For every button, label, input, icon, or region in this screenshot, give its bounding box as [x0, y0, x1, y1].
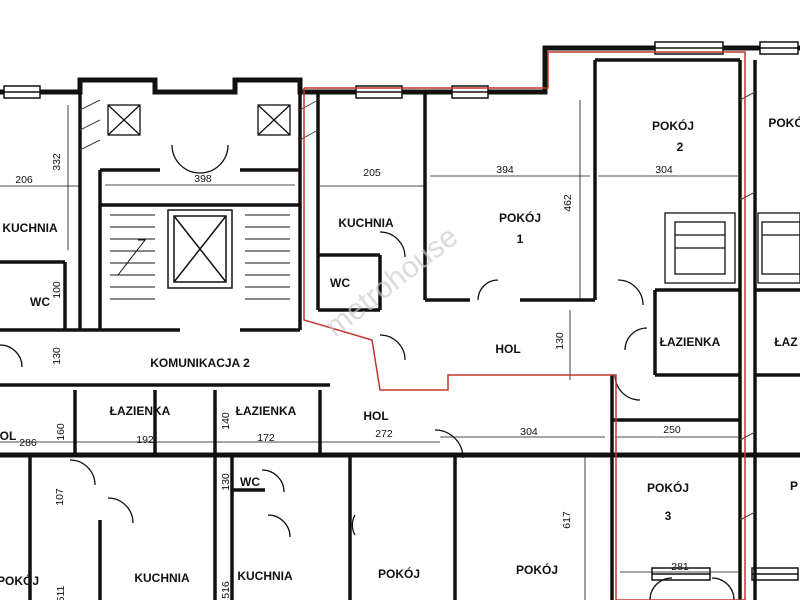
dim-617: 617	[561, 511, 573, 529]
room-label-hol-lower: HOL	[363, 409, 388, 423]
room-label-pokoj-far-bottom: P	[790, 479, 798, 493]
room-label-pokoj-3: POKÓJ	[647, 480, 689, 495]
dim-130-left: 130	[51, 347, 63, 365]
room-label-lazienka-2: ŁAZIENKA	[236, 404, 297, 418]
dim-140: 140	[220, 412, 232, 430]
windows	[3, 41, 799, 581]
room-label-komunikacja: KOMUNIKACJA 2	[150, 356, 250, 370]
interior-walls	[0, 58, 800, 600]
room-label-lazienka-far: ŁAZ	[774, 335, 797, 349]
wall-hatch	[79, 91, 756, 521]
dim-250: 250	[663, 424, 681, 436]
room-label-pokoj-3-num: 3	[665, 509, 672, 523]
room-label-pokoj-2: POKÓJ	[652, 118, 694, 133]
room-label-hol-left-edge: OL	[0, 429, 16, 443]
dim-272: 272	[375, 428, 393, 440]
dim-286: 286	[19, 437, 37, 449]
apartment-outline	[303, 51, 746, 600]
elevator	[167, 209, 233, 289]
dim-172: 172	[257, 432, 275, 444]
doors	[0, 144, 735, 600]
dim-304-mid: 304	[520, 426, 538, 438]
room-label-kuchnia-left: KUCHNIA	[2, 221, 58, 235]
dim-398: 398	[194, 173, 212, 185]
stairs	[110, 214, 290, 300]
dimension-lines	[0, 100, 738, 600]
dim-160: 160	[55, 423, 67, 441]
dim-130-center: 130	[554, 332, 566, 350]
room-label-lazienka-right: ŁAZIENKA	[660, 335, 721, 349]
room-label-lazienka-1: ŁAZIENKA	[110, 404, 171, 418]
dim-206: 206	[15, 174, 33, 186]
dim-304-top: 304	[655, 164, 673, 176]
room-label-pokoj-1: POKÓJ	[499, 210, 541, 225]
room-label-kuchnia-center: KUCHNIA	[338, 216, 394, 230]
room-label-pokoj-far-top: POKÓ	[768, 115, 800, 130]
dim-100: 100	[51, 281, 63, 299]
room-label-kuchnia-bottom-1: KUCHNIA	[134, 571, 190, 585]
room-label-wc-left: WC	[30, 295, 50, 309]
utility-cabinets	[664, 212, 800, 284]
dim-332: 332	[51, 153, 63, 171]
room-label-pokoj-bottom-mid2: POKÓJ	[516, 562, 558, 577]
dim-205: 205	[363, 167, 381, 179]
room-label-pokoj-bottom-left: POKÓJ	[0, 573, 39, 588]
room-label-kuchnia-bottom-2: KUCHNIA	[237, 569, 293, 583]
exterior-walls	[0, 45, 800, 458]
room-label-pokoj-1-num: 1	[517, 232, 524, 246]
dim-516: 516	[220, 581, 232, 599]
room-label-wc-lower: WC	[240, 475, 260, 489]
room-label-pokoj-2-num: 2	[677, 140, 684, 154]
dim-511: 511	[55, 585, 67, 600]
dim-462: 462	[562, 194, 574, 212]
vent-shafts	[107, 104, 291, 136]
dim-130-wc: 130	[220, 473, 232, 491]
dim-192: 192	[136, 434, 154, 446]
room-label-pokoj-bottom-mid1: POKÓJ	[378, 566, 420, 581]
room-label-wc-center: WC	[330, 276, 350, 290]
dim-281: 281	[671, 561, 689, 573]
dim-394: 394	[496, 164, 514, 176]
dim-107: 107	[54, 488, 66, 506]
room-label-hol-main: HOL	[495, 342, 520, 356]
